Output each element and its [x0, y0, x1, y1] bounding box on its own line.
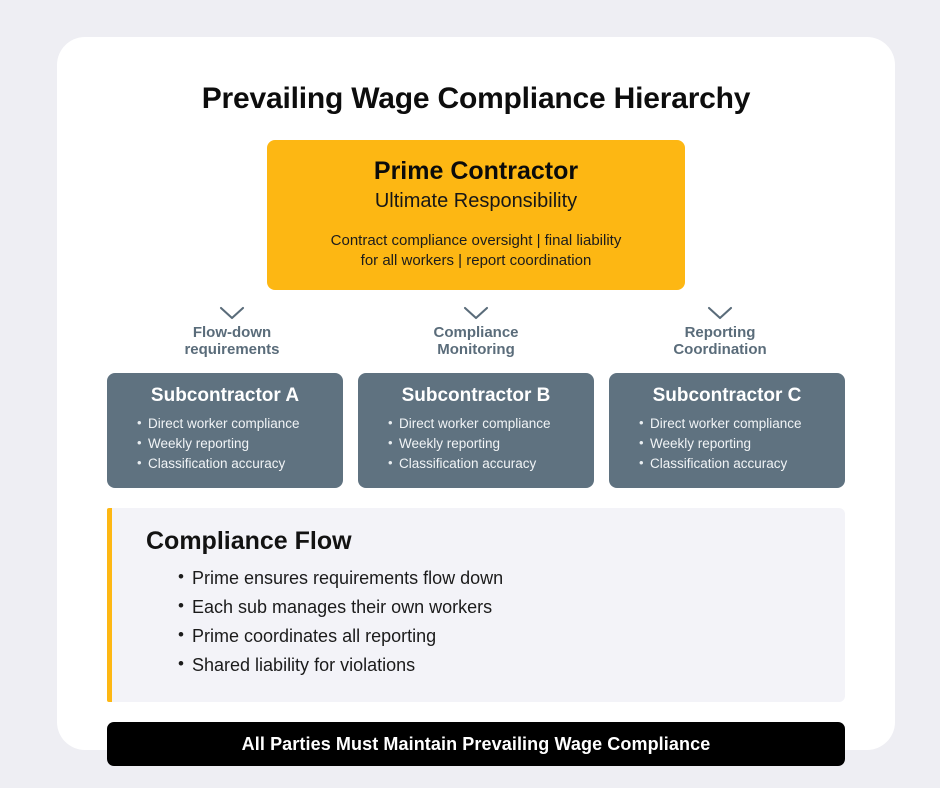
content-card: Prevailing Wage Compliance Hierarchy Pri… [57, 37, 895, 767]
subcontractor-card-a: Subcontractor A Direct worker compliance… [107, 372, 343, 488]
prime-contractor-card: Prime Contractor Ultimate Responsibility… [267, 140, 685, 290]
compliance-flow-heading: Compliance Flow [146, 526, 352, 555]
subcontractor-name: Subcontractor A [150, 384, 300, 406]
list-item: Classification accuracy [388, 453, 580, 474]
connector-label: Flow-down requirements [184, 323, 280, 359]
page-title: Prevailing Wage Compliance Hierarchy [201, 82, 751, 115]
list-item: Each sub manages their own workers [178, 592, 821, 622]
subcontractor-card-b: Subcontractor B Direct worker compliance… [358, 372, 594, 488]
list-item: Direct worker compliance [137, 413, 329, 434]
prime-contractor-details: Contract compliance oversight | final li… [330, 232, 622, 270]
chevron-down-icon [219, 306, 245, 319]
list-item: Weekly reporting [639, 433, 831, 454]
compliance-flow-list: Prime ensures requirements flow down Eac… [146, 563, 821, 681]
subcontractor-name: Subcontractor B [401, 384, 551, 406]
content-inner: Prevailing Wage Compliance Hierarchy Pri… [107, 37, 845, 767]
subcontractor-row: Subcontractor A Direct worker compliance… [107, 372, 845, 488]
subcontractor-card-c: Subcontractor C Direct worker compliance… [609, 372, 845, 488]
list-item: Classification accuracy [137, 453, 329, 474]
chevron-down-icon [463, 306, 489, 319]
subcontractor-duty-list: Direct worker compliance Weekly reportin… [623, 413, 831, 474]
connector-label: Compliance Monitoring [433, 323, 519, 359]
subcontractor-duty-list: Direct worker compliance Weekly reportin… [372, 413, 580, 474]
list-item: Direct worker compliance [639, 413, 831, 434]
compliance-banner-text: All Parties Must Maintain Prevailing Wag… [241, 733, 711, 754]
list-item: Weekly reporting [137, 433, 329, 454]
prime-contractor-name: Prime Contractor [373, 157, 579, 185]
list-item: Classification accuracy [639, 453, 831, 474]
connector-compliance-monitoring: Compliance Monitoring [354, 306, 598, 359]
list-item: Shared liability for violations [178, 650, 821, 680]
list-item: Prime ensures requirements flow down [178, 563, 821, 593]
connector-reporting-coordination: Reporting Coordination [598, 306, 842, 359]
subcontractor-name: Subcontractor C [652, 384, 802, 406]
connector-label: Reporting Coordination [673, 323, 767, 359]
compliance-banner: All Parties Must Maintain Prevailing Wag… [107, 722, 845, 767]
compliance-flow-panel: Compliance Flow Prime ensures requiremen… [107, 507, 845, 703]
chevron-down-icon [707, 306, 733, 319]
list-item: Prime coordinates all reporting [178, 621, 821, 651]
list-item: Weekly reporting [388, 433, 580, 454]
subcontractor-duty-list: Direct worker compliance Weekly reportin… [121, 413, 329, 474]
connector-flow-down: Flow-down requirements [110, 306, 354, 359]
connector-row: Flow-down requirements Compliance Monito… [107, 306, 845, 359]
prime-contractor-role: Ultimate Responsibility [374, 190, 578, 212]
list-item: Direct worker compliance [388, 413, 580, 434]
